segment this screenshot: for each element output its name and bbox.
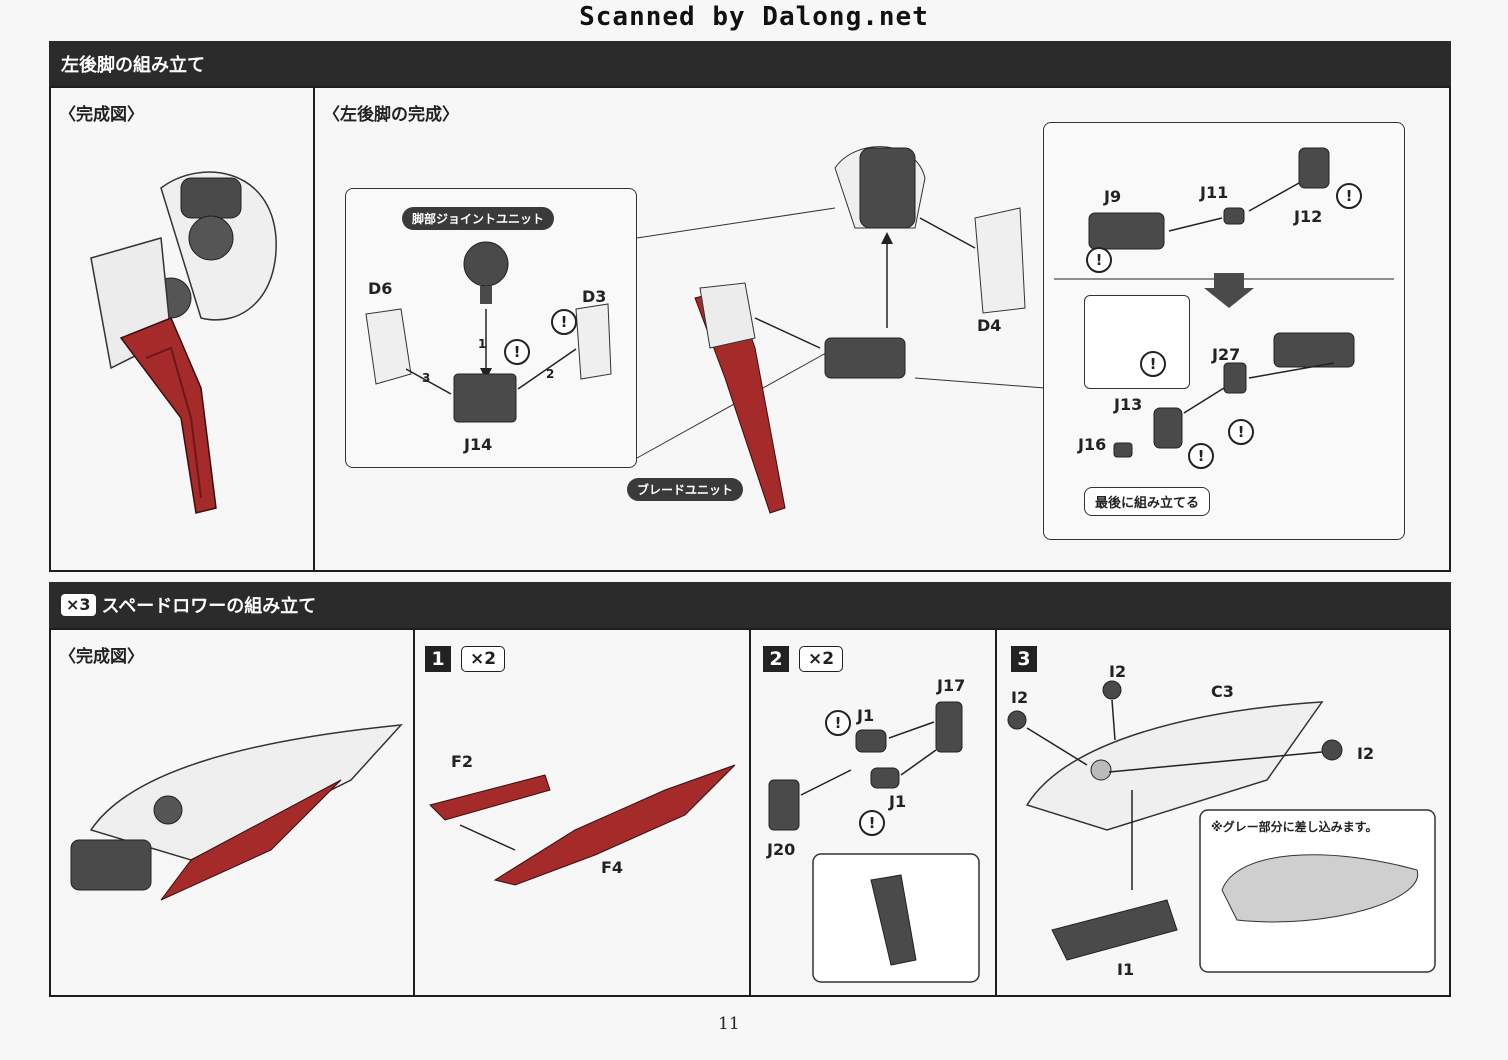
part-label-j1: J1	[857, 706, 875, 725]
step1-diagram	[429, 764, 736, 886]
step-multiplier: ×2	[461, 646, 506, 672]
part-label-j1: J1	[889, 792, 907, 811]
warning-icon: !	[1086, 247, 1112, 273]
joint-subassembly-diagram	[1054, 147, 1394, 458]
part-label-d3: D3	[582, 287, 607, 306]
step2-diagram	[768, 701, 980, 983]
warning-icon: !	[1228, 419, 1254, 445]
step-number: 3	[1011, 646, 1037, 672]
section-title: スペードロワーの組み立て	[101, 596, 317, 617]
insertion-note: ※グレー部分に差し込みます。	[1211, 820, 1378, 834]
callout-joint-subassembly: J9 J11 J12 ! ! ! J27 J13 J16 ! ! 最後に組み立て…	[1043, 122, 1405, 540]
warning-icon: !	[551, 309, 577, 335]
part-label-j27: J27	[1212, 345, 1241, 364]
part-label-j14: J14	[464, 435, 493, 454]
part-label-d6: D6	[368, 279, 393, 298]
step-marker-1: 1	[478, 337, 487, 351]
part-label-f2: F2	[451, 752, 474, 771]
blade-unit-label: ブレードユニット	[627, 478, 744, 501]
step-multiplier: ×2	[799, 646, 844, 672]
panel-spade-complete: 〈完成図〉	[49, 628, 415, 997]
section-multiplier: ×3	[61, 594, 96, 616]
leg-joint-unit-label: 脚部ジョイントユニット	[402, 207, 555, 230]
warning-icon: !	[1336, 183, 1362, 209]
step-marker-2: 2	[546, 367, 555, 381]
section-header-left-rear-leg: 左後脚の組み立て	[49, 41, 1451, 86]
panel-assembly-view: 〈左後脚の完成〉 脚部ジョイントユニット D6 D3 J14 ! ! 1 2 3	[313, 86, 1451, 572]
part-label-i1: I1	[1117, 960, 1135, 979]
part-label-j16: J16	[1078, 435, 1107, 454]
panel-title: 〈左後脚の完成〉	[323, 105, 459, 125]
spade-complete-illustration	[70, 724, 403, 901]
part-label-j20: J20	[767, 840, 796, 859]
panel-step-2: 2 ×2 J17 J1 J1 J20 ! !	[749, 628, 997, 997]
warning-icon: !	[504, 339, 530, 365]
warning-icon: !	[1140, 351, 1166, 377]
center-assembly-diagram	[636, 146, 1046, 514]
part-label-j13: J13	[1114, 395, 1143, 414]
section-header-spade-lower: ×3 スペードロワーの組み立て	[49, 582, 1451, 628]
part-label-j12: J12	[1294, 207, 1323, 226]
step-number: 2	[763, 646, 789, 672]
step3-diagram	[1007, 680, 1436, 973]
part-label-d4: D4	[977, 316, 1002, 335]
warning-icon: !	[825, 710, 851, 736]
complete-leg-illustration	[90, 171, 277, 514]
warning-icon: !	[859, 810, 885, 836]
step-number: 1	[425, 646, 451, 672]
inset-detail-box	[1084, 295, 1190, 389]
page-number: 11	[718, 1014, 740, 1034]
part-label-j9: J9	[1104, 187, 1122, 206]
step-marker-3: 3	[422, 371, 431, 385]
assemble-last-label: 最後に組み立てる	[1084, 487, 1211, 516]
part-label-j17: J17	[937, 676, 966, 695]
part-label-i2: I2	[1357, 744, 1375, 763]
panel-title: 〈完成図〉	[59, 647, 144, 667]
panel-step-1: 1 ×2 F2 F4	[413, 628, 751, 997]
part-label-j11: J11	[1200, 183, 1229, 202]
part-label-i2: I2	[1109, 662, 1127, 681]
callout-leg-joint-unit: 脚部ジョイントユニット D6 D3 J14 ! ! 1 2 3	[345, 188, 637, 468]
section-title: 左後脚の組み立て	[61, 54, 205, 76]
part-label-i2: I2	[1011, 688, 1029, 707]
part-label-f4: F4	[601, 858, 624, 877]
panel-step-3: 3 I2 I2 C3 I2 I1 ※グレー部分に差し込みます。	[995, 628, 1451, 997]
warning-icon: !	[1188, 443, 1214, 469]
part-label-c3: C3	[1211, 682, 1234, 701]
watermark-text: Scanned by Dalong.net	[579, 2, 929, 32]
panel-title: 〈完成図〉	[59, 105, 144, 125]
leg-joint-diagram	[365, 241, 612, 423]
panel-complete-view: 〈完成図〉	[49, 86, 315, 572]
